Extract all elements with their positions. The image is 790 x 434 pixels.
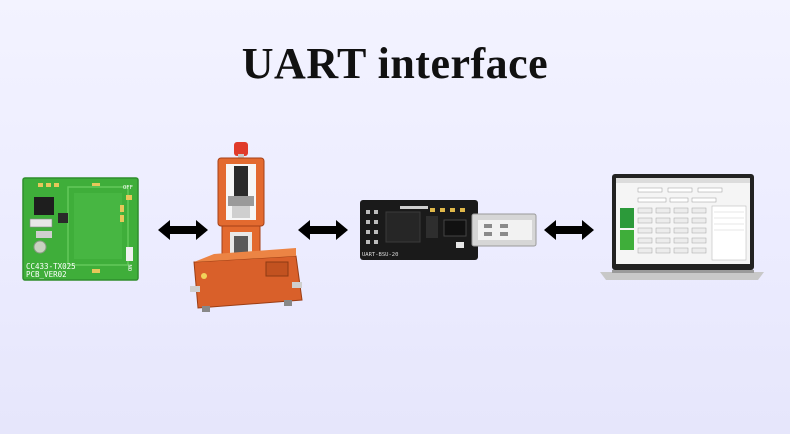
pcb-label-line2: PCB_VER02 (26, 270, 67, 279)
bidirectional-arrow-icon (298, 218, 348, 242)
laptop-image (598, 172, 766, 284)
pcb-label-line1: CC433-TX025 (26, 262, 76, 271)
pcb-module-image: OFF ON CC433-TX025 PCB_VER02 (22, 177, 139, 281)
bidirectional-arrow-icon (544, 218, 594, 242)
usb-uart-adapter-image: UART-BSU-20 (360, 198, 538, 262)
page-title: UART interface (241, 39, 549, 88)
test-fixture-image (184, 140, 306, 318)
bidirectional-arrow-icon (158, 218, 208, 242)
switch-on-label: ON (128, 264, 134, 271)
usb-board-label: UART-BSU-20 (362, 252, 398, 258)
switch-off-label: OFF (123, 185, 133, 191)
